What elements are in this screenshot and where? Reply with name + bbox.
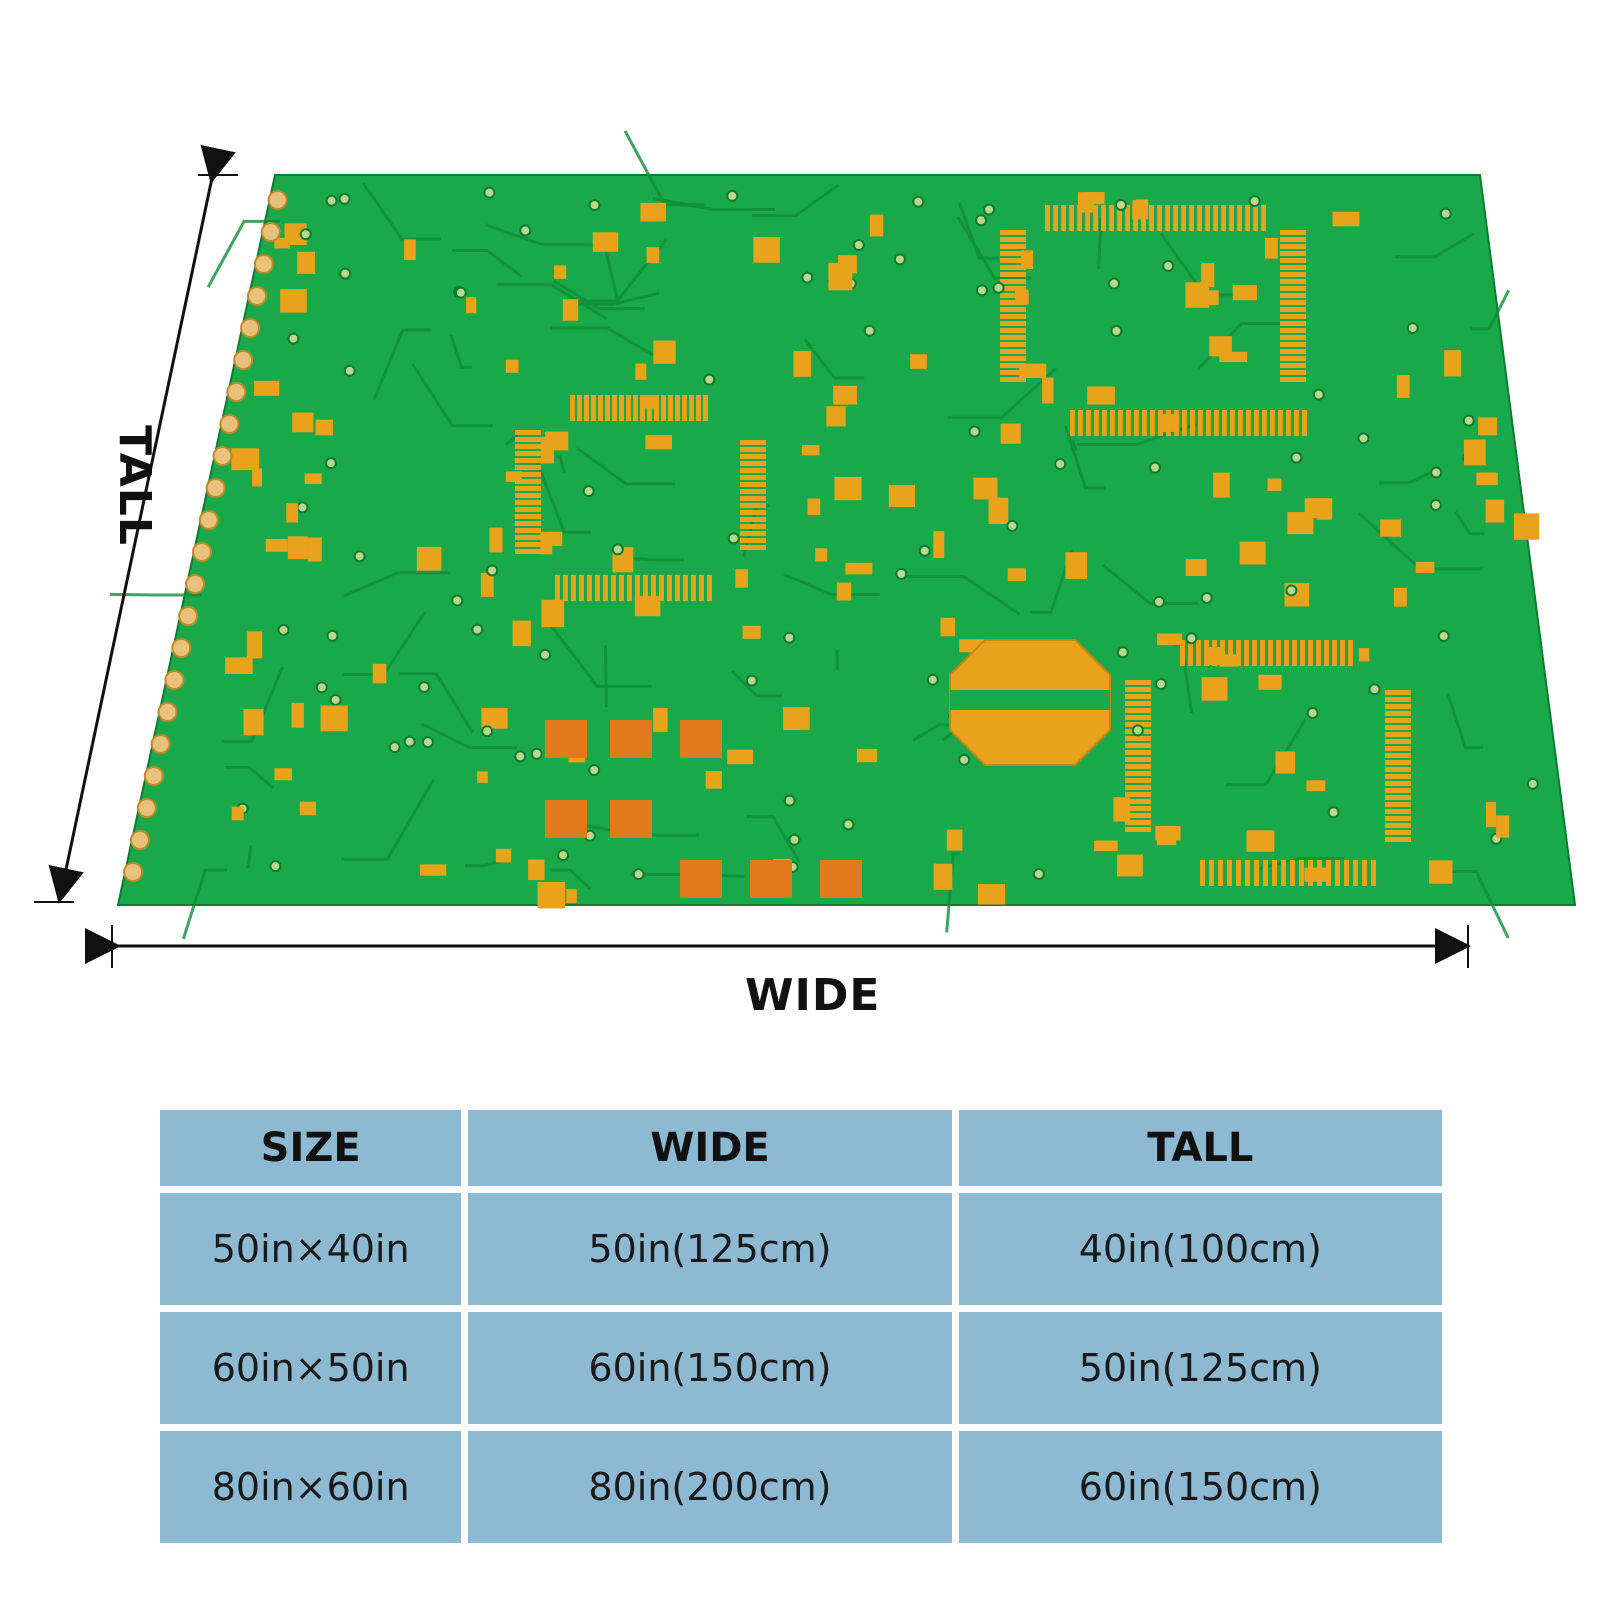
header-size: SIZE	[160, 1110, 462, 1186]
wide-cell: 80in(200cm)	[468, 1431, 952, 1543]
table-row: 60in×50in 60in(150cm) 50in(125cm)	[160, 1312, 1442, 1424]
size-cell: 80in×60in	[160, 1431, 462, 1543]
size-table: SIZE WIDE TALL 50in×40in 50in(125cm) 40i…	[153, 1103, 1449, 1550]
wide-label: WIDE	[745, 970, 881, 1021]
table-row: 80in×60in 80in(200cm) 60in(150cm)	[160, 1431, 1442, 1543]
size-cell: 60in×50in	[160, 1312, 462, 1424]
tall-arrow	[48, 144, 236, 904]
blanket-image	[109, 130, 1577, 940]
wide-cell: 50in(125cm)	[468, 1193, 952, 1305]
table-row: 50in×40in 50in(125cm) 40in(100cm)	[160, 1193, 1442, 1305]
tall-label: TALL	[108, 425, 160, 546]
tall-cell: 60in(150cm)	[958, 1431, 1442, 1543]
header-tall: TALL	[958, 1110, 1442, 1186]
tall-cell: 40in(100cm)	[958, 1193, 1442, 1305]
size-cell: 50in×40in	[160, 1193, 462, 1305]
tall-cell: 50in(125cm)	[958, 1312, 1442, 1424]
product-illustration	[34, 130, 1577, 968]
wide-cell: 60in(150cm)	[468, 1312, 952, 1424]
size-table-header-row: SIZE WIDE TALL	[160, 1110, 1442, 1186]
header-wide: WIDE	[468, 1110, 952, 1186]
